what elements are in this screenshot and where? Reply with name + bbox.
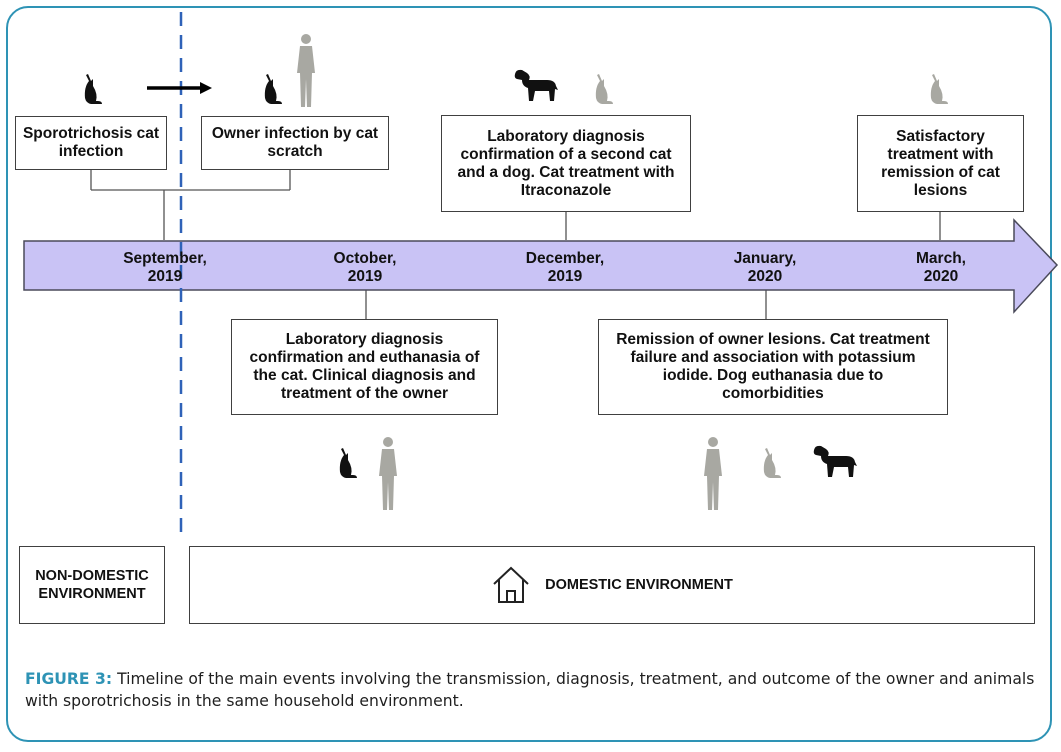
human-icon <box>379 437 397 510</box>
cat-icon <box>595 74 613 104</box>
event-cat-infection: Sporotrichosis cat infection <box>15 116 167 170</box>
timeline-arrow <box>23 218 1059 314</box>
figure-frame <box>6 6 1052 742</box>
event-remission-owner: Remission of owner lesions. Cat treatmen… <box>598 319 948 415</box>
date-label: October, 2019 <box>333 250 397 285</box>
cat-icon <box>930 74 948 104</box>
human-icon <box>704 437 722 510</box>
date-label: September, 2019 <box>123 250 207 285</box>
date-label: March, 2020 <box>916 250 966 285</box>
dog-icon <box>514 69 558 101</box>
house-icon <box>493 566 529 603</box>
figure-label: FIGURE 3: <box>25 670 113 688</box>
dog-icon <box>813 445 857 477</box>
cat-icon <box>763 448 781 478</box>
human-icon <box>297 34 315 107</box>
domestic-environment-box: DOMESTIC ENVIRONMENT <box>189 546 1035 624</box>
domestic-environment-label: DOMESTIC ENVIRONMENT <box>545 577 733 593</box>
figure-caption: FIGURE 3: Timeline of the main events in… <box>25 668 1040 712</box>
arrow-right-icon <box>147 82 212 94</box>
event-euthanasia-cat: Laboratory diagnosis confirmation and eu… <box>231 319 498 415</box>
caption-text: Timeline of the main events involving th… <box>25 670 1035 710</box>
cat-icon <box>84 74 102 104</box>
event-satisfactory-treatment: Satisfactory treatment with remission of… <box>857 115 1024 212</box>
cat-icon <box>339 448 357 478</box>
date-label: January, 2020 <box>733 250 797 285</box>
non-domestic-environment: NON-DOMESTIC ENVIRONMENT <box>19 546 165 624</box>
event-lab-second-cat: Laboratory diagnosis confirmation of a s… <box>441 115 691 212</box>
event-owner-infection: Owner infection by cat scratch <box>201 116 389 170</box>
date-label: December, 2019 <box>525 250 605 285</box>
cat-icon <box>264 74 282 104</box>
